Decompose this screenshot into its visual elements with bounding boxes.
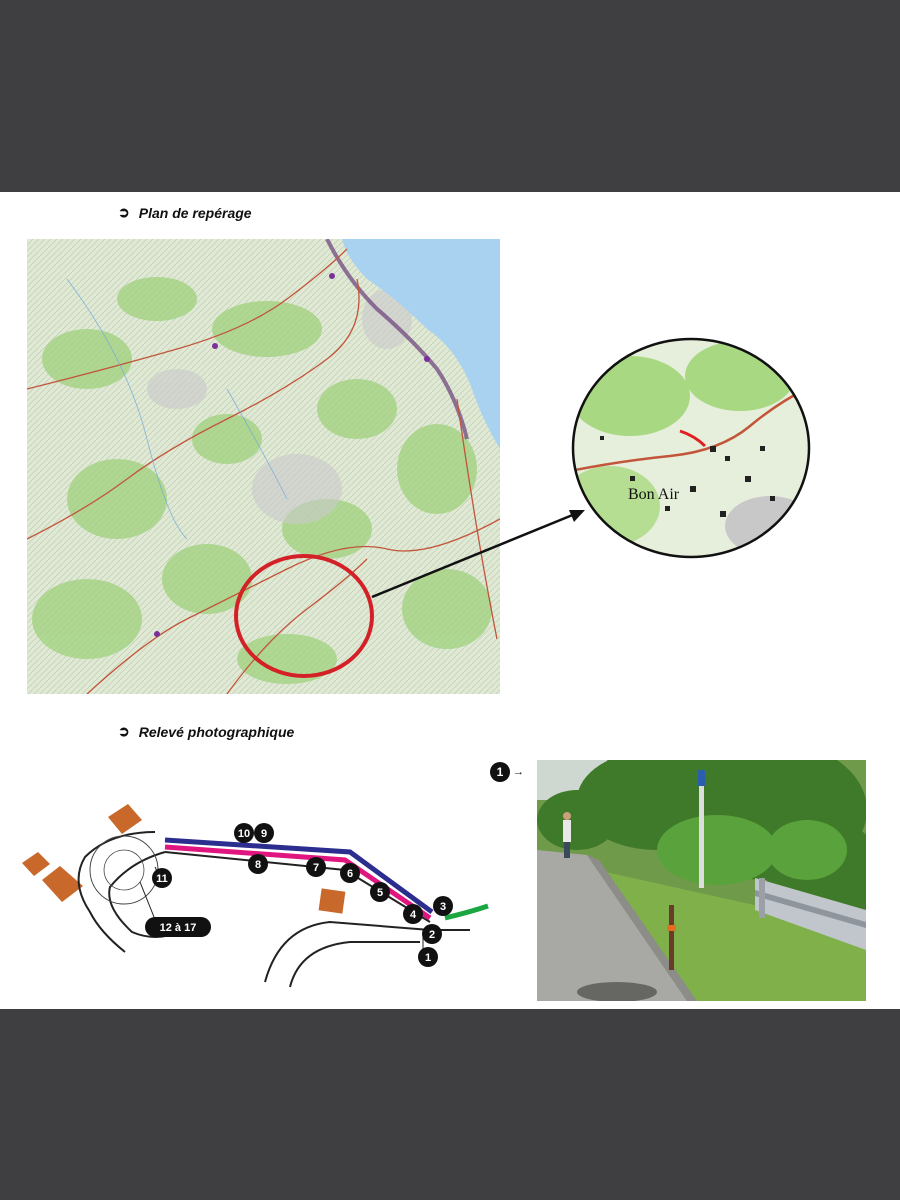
- point-marker-1: 1: [418, 947, 438, 967]
- svg-text:4: 4: [410, 909, 417, 921]
- arrow-bullet-icon: ➲: [118, 204, 130, 220]
- svg-text:3: 3: [440, 901, 446, 913]
- svg-text:12 à 17: 12 à 17: [160, 922, 197, 934]
- photo-marker: 1 →: [490, 762, 524, 782]
- point-marker-5: 5: [370, 882, 390, 902]
- arrow-right-icon: →: [513, 766, 524, 778]
- point-marker-6: 6: [340, 863, 360, 883]
- photo-marker-badge: 1: [490, 762, 510, 782]
- section-heading-photo-survey: ➲ Relevé photographique: [118, 723, 294, 740]
- route-line-blue: [164, 837, 434, 915]
- point-marker-9: 9: [254, 823, 274, 843]
- section-title: Plan de repérage: [138, 204, 252, 221]
- zoom-place-label: Bon Air: [628, 486, 680, 503]
- route-line-magenta: [164, 844, 432, 921]
- point-marker-3: 3: [433, 896, 453, 916]
- topographic-map: [27, 239, 500, 694]
- svg-text:6: 6: [347, 868, 353, 880]
- site-photograph: [537, 760, 866, 1001]
- arrow-bullet-icon: ➲: [118, 723, 130, 739]
- point-marker-8: 8: [248, 854, 268, 874]
- svg-text:2: 2: [429, 929, 435, 941]
- point-marker-10: 10: [234, 823, 254, 843]
- svg-text:8: 8: [255, 859, 261, 871]
- svg-text:10: 10: [238, 828, 250, 840]
- point-marker-4: 4: [403, 904, 423, 924]
- zoom-inset-map: Bon Air: [571, 337, 811, 559]
- document-page: ➲ Plan de repérage: [0, 192, 900, 1009]
- svg-text:7: 7: [313, 862, 319, 874]
- svg-text:11: 11: [156, 873, 168, 885]
- point-marker-7: 7: [306, 857, 326, 877]
- svg-text:1: 1: [425, 952, 431, 964]
- route-line-green: [444, 903, 489, 921]
- svg-text:9: 9: [261, 828, 267, 840]
- point-marker-11: 11: [152, 868, 172, 888]
- point-marker-2: 2: [422, 924, 442, 944]
- section-title: Relevé photographique: [138, 723, 295, 740]
- route-schema-diagram: 10 9 8 7 6 5 4 3 2 1 11 12 à 17: [22, 804, 489, 988]
- section-heading-location-plan: ➲ Plan de repérage: [118, 204, 252, 221]
- point-marker-12-17: 12 à 17: [145, 917, 211, 937]
- svg-text:5: 5: [377, 887, 383, 899]
